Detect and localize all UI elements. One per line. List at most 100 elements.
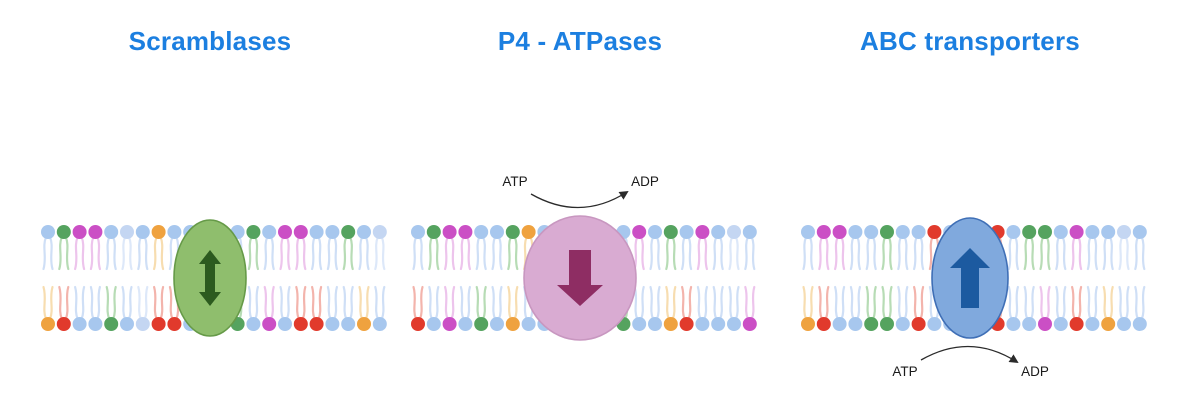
lipid-head: [357, 317, 371, 331]
lipid-tail: [64, 235, 70, 271]
membrane-svg: [411, 215, 757, 341]
lipid-tail: [1007, 235, 1013, 271]
lipid-tail: [1045, 285, 1051, 321]
lipid-head: [88, 317, 103, 331]
lipid-tail: [1124, 285, 1130, 321]
lipid-head: [880, 225, 894, 239]
lipid-tail: [640, 235, 645, 271]
lipid-tail: [824, 285, 830, 321]
lipid-tail: [840, 285, 846, 321]
lipid-head: [104, 225, 119, 239]
lipid-tail: [1140, 235, 1146, 271]
lipid-tail: [1086, 235, 1092, 271]
lipid-tail: [808, 235, 814, 271]
lipid-tail: [459, 235, 465, 271]
lipid-tail: [450, 235, 456, 271]
lipid-tail: [655, 235, 661, 271]
lipid-head: [895, 225, 910, 239]
lipid-tail: [168, 235, 174, 271]
lipid-head: [104, 317, 119, 331]
lipid-head: [801, 225, 815, 239]
lipid-tail: [1023, 285, 1029, 321]
lipid-tail: [849, 235, 855, 271]
lipid-tail: [254, 285, 259, 321]
lipid-tail: [168, 285, 174, 321]
lipid-tail: [482, 235, 487, 271]
lipid-head: [927, 317, 942, 331]
lipid-head: [458, 317, 473, 331]
lipid-tail: [507, 285, 512, 321]
panel-abc-transporters: ABC transporters ATP ADP: [790, 0, 1150, 406]
lipid-head: [711, 317, 726, 331]
lipid-head: [341, 225, 356, 239]
lipid-tail: [808, 285, 814, 321]
lipid-head: [848, 317, 863, 331]
lipid-tail: [74, 285, 79, 321]
lipid-head: [41, 317, 55, 331]
lipid-tail: [1102, 235, 1108, 271]
abc-transporter-flip-arrow: [950, 248, 990, 308]
lipid-tail: [112, 235, 117, 271]
lipid-tail: [475, 285, 481, 321]
lipid-tail: [143, 235, 149, 271]
lipid-tail: [153, 235, 158, 271]
lipid-tail: [263, 235, 269, 271]
lipid-head: [1085, 317, 1100, 331]
lipid-tail: [412, 285, 418, 321]
lipid-tail: [279, 285, 285, 321]
lipid-head: [325, 317, 340, 331]
lipid-head: [816, 317, 831, 331]
lipid-tail: [89, 235, 95, 271]
lipid-head: [411, 225, 425, 239]
lipid-head: [372, 317, 387, 331]
lipid-head: [895, 317, 910, 331]
lipid-tail: [744, 285, 749, 321]
lipid-tail: [1118, 235, 1124, 271]
lipid-head: [711, 225, 726, 239]
lipid-tail: [374, 235, 379, 271]
lipid-tail: [728, 285, 734, 321]
lipid-tail: [1102, 285, 1108, 321]
lipid-tail: [364, 235, 370, 271]
lipid-tail: [734, 235, 740, 271]
lipid-tail: [270, 285, 275, 321]
lipid-tail: [80, 285, 86, 321]
lipid-tail: [928, 285, 934, 321]
panel-scramblases: Scramblases: [30, 0, 390, 406]
lipid-tail: [279, 235, 285, 271]
lipid-tail: [127, 285, 133, 321]
lipid-tail: [1109, 285, 1114, 321]
lipid-tail: [326, 285, 332, 321]
lipid-head: [411, 317, 425, 331]
lipid-tail: [1039, 285, 1045, 321]
lipid-tail: [96, 285, 101, 321]
lipid-head: [135, 225, 150, 239]
lipid-tail: [143, 285, 149, 321]
lipid-head: [1069, 317, 1084, 331]
lipid-tail: [311, 285, 316, 321]
lipid-head: [832, 225, 847, 239]
lipid-head: [1038, 317, 1052, 331]
lipid-head: [648, 317, 662, 331]
lipid-tail: [913, 285, 918, 321]
lipid-tail: [466, 285, 471, 321]
lipid-tail: [834, 235, 839, 271]
lipid-tail: [671, 285, 677, 321]
lipid-tail: [712, 235, 718, 271]
lipid-tail: [744, 235, 749, 271]
lipid-head: [1101, 317, 1116, 331]
panel-title-abc-transporters: ABC transporters: [860, 26, 1080, 56]
lipid-head: [911, 225, 926, 239]
lipid-tail: [856, 285, 861, 321]
lipid-tail: [459, 285, 465, 321]
lipid-tail: [497, 235, 503, 271]
lipid-head: [1085, 225, 1100, 239]
lipid-tail: [719, 235, 724, 271]
lipid-head: [246, 225, 261, 239]
lipid-head: [648, 225, 662, 239]
lipid-tail: [380, 235, 386, 271]
lipid-head: [309, 317, 324, 331]
lipid-head: [801, 317, 815, 331]
lipid-tail: [1055, 235, 1060, 271]
lipid-tail: [1077, 235, 1083, 271]
